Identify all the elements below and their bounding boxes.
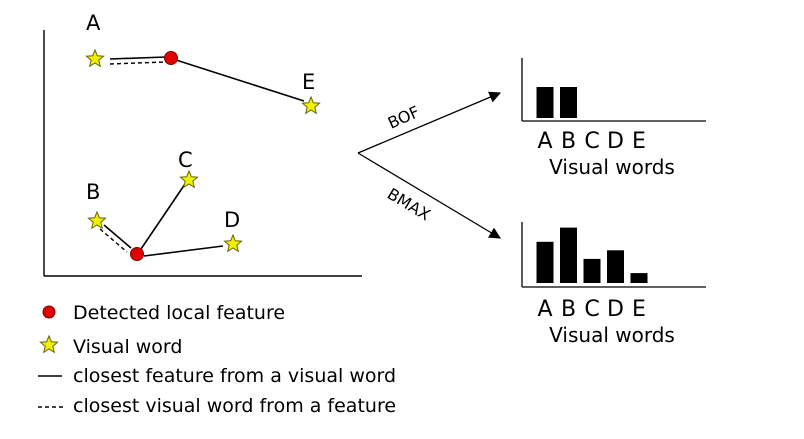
solid-link-a-feature bbox=[109, 56, 167, 60]
visual-word-star-c-icon bbox=[179, 169, 199, 189]
point-label-a: A bbox=[86, 11, 101, 35]
solid-link-d-feature bbox=[143, 245, 224, 257]
bof-hist-xlabel: Visual words bbox=[549, 155, 675, 179]
point-label-b: B bbox=[86, 180, 100, 204]
visual-word-star-b-icon bbox=[87, 210, 107, 230]
bmax-bar-e bbox=[630, 273, 648, 283]
solid-link-c-feature bbox=[140, 183, 186, 250]
bmax-label: BMAX bbox=[384, 184, 434, 224]
bmax-tick-label-c: C bbox=[584, 297, 599, 322]
point-label-d: D bbox=[224, 208, 240, 232]
bmax-bar-a bbox=[536, 241, 554, 283]
bof-arrow bbox=[357, 91, 502, 154]
legend: Detected local feature Visual word close… bbox=[38, 302, 396, 417]
point-label-e: E bbox=[302, 70, 315, 94]
legend-feature-text: Detected local feature bbox=[73, 302, 285, 324]
legend-word-text: Visual word bbox=[73, 336, 182, 358]
bmax-tick-label-e: E bbox=[632, 297, 646, 322]
legend-solid-text: closest feature from a visual word bbox=[73, 365, 396, 387]
bof-tick-label-b: B bbox=[561, 129, 576, 154]
bmax-hist-xlabel: Visual words bbox=[549, 323, 675, 347]
visual-word-star-a-icon bbox=[85, 48, 105, 68]
bmax-tick-label-d: D bbox=[607, 297, 624, 322]
detected-feature-bottom bbox=[130, 247, 144, 261]
bof-tick-label-e: E bbox=[632, 129, 646, 154]
detected-feature-top bbox=[164, 51, 178, 65]
legend-feature-icon bbox=[42, 305, 56, 319]
dashed-link-b-feature bbox=[99, 228, 128, 253]
bmax-arrow bbox=[357, 152, 502, 239]
bmax-bar-d bbox=[607, 250, 624, 283]
visual-word-star-e-icon bbox=[301, 95, 321, 115]
bof-bar-b bbox=[560, 87, 577, 118]
bof-tick-label-d: D bbox=[607, 129, 624, 154]
bof-tick-label-c: C bbox=[584, 129, 599, 154]
legend-star-icon bbox=[39, 334, 59, 354]
solid-link-b-feature bbox=[103, 224, 132, 249]
dashed-link-a-feature bbox=[109, 61, 167, 65]
bmax-bar-c bbox=[583, 258, 601, 283]
point-label-c: C bbox=[178, 148, 193, 172]
bmax-bar-b bbox=[560, 227, 577, 283]
solid-link-e-feature bbox=[175, 59, 305, 102]
visual-word-star-d-icon bbox=[223, 233, 243, 253]
bof-tick-label-a: A bbox=[537, 129, 552, 154]
legend-dashed-text: closest visual word from a feature bbox=[73, 395, 396, 417]
bof-bar-a bbox=[536, 87, 554, 118]
bmax-tick-label-b: B bbox=[561, 297, 576, 322]
bmax-tick-label-a: A bbox=[537, 297, 552, 322]
